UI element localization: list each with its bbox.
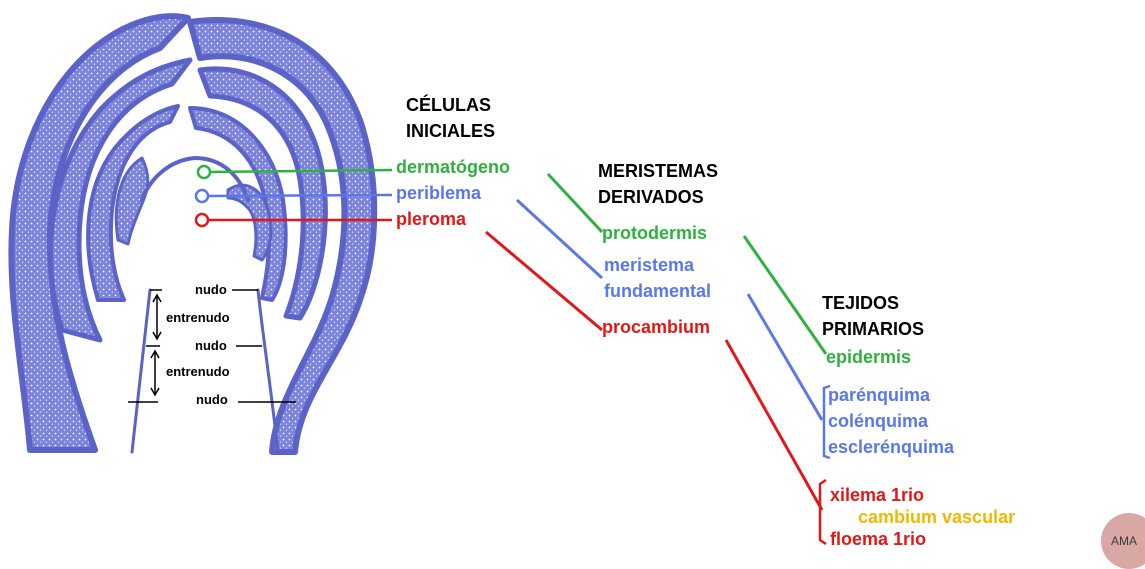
third-leaf-left [86, 104, 180, 302]
label-xylem: xilema 1rio [830, 485, 925, 505]
label-dermatogen: dermatógeno [396, 157, 511, 177]
dermatogen-marker [196, 164, 212, 180]
header-derived-meristems: MERISTEMAS DERIVADOS [598, 161, 719, 207]
watermark-badge: AMA [1101, 513, 1145, 569]
label-protoderm: protodermis [602, 223, 708, 243]
node-markers [128, 289, 296, 403]
label-procambium: procambium [602, 317, 711, 337]
initial-cell-markers [194, 164, 393, 228]
label-periblem: periblema [396, 183, 482, 203]
label-internode-1: entrenudo [166, 310, 230, 325]
label-internode-2: entrenudo [166, 364, 230, 379]
periblem-marker [194, 188, 210, 204]
plerome-marker [194, 212, 210, 228]
label-sclerenchyma: esclerénquima [828, 437, 955, 457]
label-node-2: nudo [195, 338, 227, 353]
label-phloem: floema 1rio [830, 529, 927, 549]
label-ground-meristem-2: fundamental [604, 281, 712, 301]
label-parenchyma: parénquima [828, 385, 931, 405]
diagram-canvas [8, 13, 831, 546]
leaf-primordium-left [114, 156, 150, 246]
label-ground-meristem-1: meristema [604, 255, 695, 275]
apical-dome [140, 156, 250, 202]
shoot-apex-illustration [8, 13, 378, 455]
label-node-3: nudo [196, 392, 228, 407]
derivation-lines [485, 172, 831, 546]
third-leaf-right [188, 106, 288, 302]
header-initial-cells: CÉLULAS INICIALES [406, 95, 496, 141]
label-vascular-cambium: cambium vascular [858, 507, 1016, 527]
label-plerome: pleroma [396, 209, 467, 229]
outer-stem-wall-right [187, 17, 378, 455]
label-collenchyma: colénquima [828, 411, 929, 431]
second-leaf-right [197, 66, 328, 321]
label-epidermis: epidermis [826, 347, 912, 367]
header-primary-tissues: TEJIDOS PRIMARIOS [822, 293, 925, 339]
second-leaf-left [48, 57, 193, 343]
label-node-1: nudo [195, 282, 227, 297]
